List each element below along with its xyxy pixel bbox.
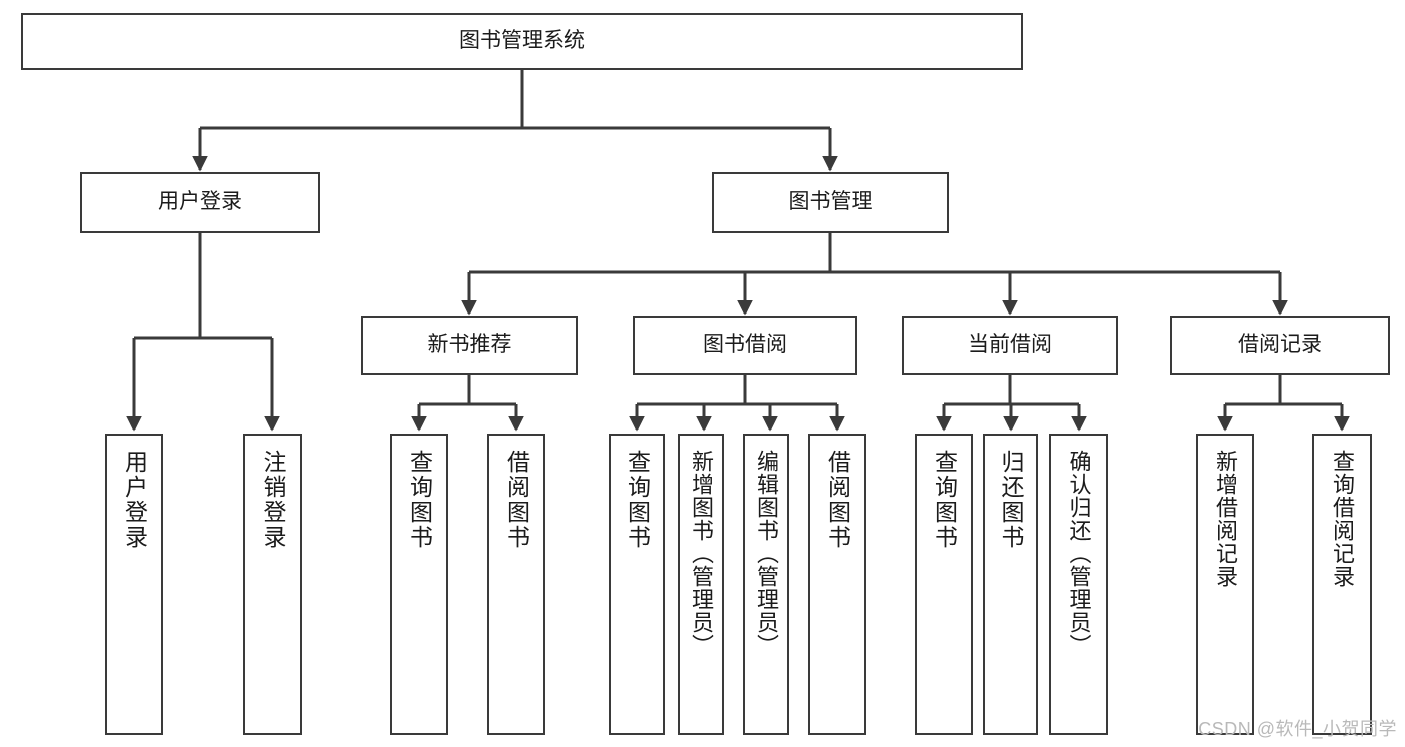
node-borrow-record-label: 借阅记录 (1238, 333, 1322, 357)
node-leaf-borrow-book-2-label: 借阅图书 (824, 450, 851, 550)
node-new-book-rec-label: 新书推荐 (427, 333, 512, 357)
node-leaf-query-book-3[interactable]: 查询图书 (915, 434, 973, 735)
node-leaf-user-login[interactable]: 用户登录 (105, 434, 163, 735)
node-leaf-query-book-1-label: 查询图书 (406, 450, 433, 550)
node-leaf-user-logout-label: 注销登录 (260, 450, 286, 550)
node-leaf-edit-book[interactable]: 编辑图书（管理员） (743, 434, 789, 735)
node-current-borrow-label: 当前借阅 (968, 333, 1052, 357)
node-leaf-confirm-return[interactable]: 确认归还（管理员） (1049, 434, 1108, 735)
node-leaf-borrow-book-1[interactable]: 借阅图书 (487, 434, 545, 735)
node-leaf-borrow-book-2[interactable]: 借阅图书 (808, 434, 866, 735)
node-leaf-add-record-label: 新增借阅记录 (1213, 450, 1238, 588)
node-user-login[interactable]: 用户登录 (80, 172, 320, 233)
node-book-borrow[interactable]: 图书借阅 (633, 316, 857, 375)
node-leaf-add-book[interactable]: 新增图书（管理员） (678, 434, 724, 735)
watermark-text: CSDN @软件_小贺同学 (1198, 719, 1397, 739)
node-current-borrow[interactable]: 当前借阅 (902, 316, 1118, 375)
node-book-mgmt-label: 图书管理 (788, 190, 873, 214)
node-root-label: 图书管理系统 (459, 29, 585, 53)
node-book-borrow-label: 图书借阅 (703, 333, 787, 357)
node-leaf-return-book[interactable]: 归还图书 (983, 434, 1038, 735)
node-leaf-query-book-3-label: 查询图书 (931, 450, 958, 550)
node-leaf-query-record[interactable]: 查询借阅记录 (1312, 434, 1372, 735)
node-leaf-query-book-2[interactable]: 查询图书 (609, 434, 665, 735)
node-leaf-add-book-label: 新增图书（管理员） (689, 450, 714, 657)
node-leaf-user-logout[interactable]: 注销登录 (243, 434, 302, 735)
node-book-mgmt[interactable]: 图书管理 (712, 172, 949, 233)
node-leaf-query-record-label: 查询借阅记录 (1330, 450, 1355, 588)
node-leaf-edit-book-label: 编辑图书（管理员） (754, 450, 779, 657)
node-leaf-query-book-2-label: 查询图书 (624, 450, 651, 550)
node-leaf-user-login-label: 用户登录 (121, 450, 148, 550)
node-leaf-add-record[interactable]: 新增借阅记录 (1196, 434, 1254, 735)
node-borrow-record[interactable]: 借阅记录 (1170, 316, 1390, 375)
node-leaf-return-book-label: 归还图书 (998, 450, 1024, 550)
node-user-login-label: 用户登录 (158, 190, 242, 214)
node-root[interactable]: 图书管理系统 (21, 13, 1023, 70)
node-leaf-confirm-return-label: 确认归还（管理员） (1066, 450, 1092, 657)
node-leaf-query-book-1[interactable]: 查询图书 (390, 434, 448, 735)
node-leaf-borrow-book-1-label: 借阅图书 (503, 450, 530, 550)
node-new-book-rec[interactable]: 新书推荐 (361, 316, 578, 375)
